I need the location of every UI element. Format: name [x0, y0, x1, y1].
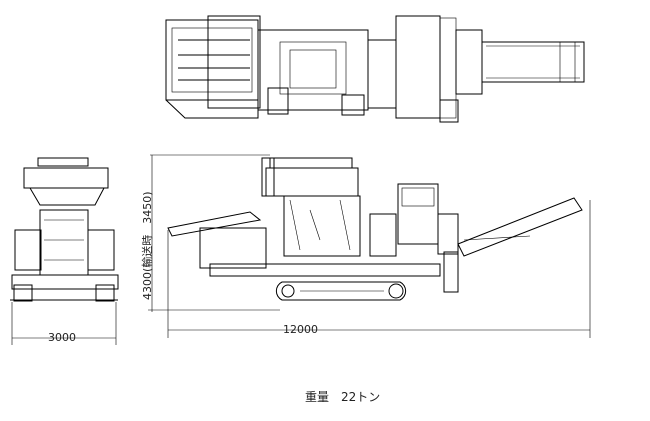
front-view: [10, 157, 119, 345]
front-width-dimension: 3000: [48, 331, 76, 344]
weight-label: 重量 22トン: [305, 390, 381, 404]
overall-length-dimension: 12000: [283, 323, 318, 336]
side-view: [148, 154, 591, 338]
top-view: [165, 15, 585, 123]
height-dimension: 4300(輸送時 3450): [141, 191, 154, 300]
